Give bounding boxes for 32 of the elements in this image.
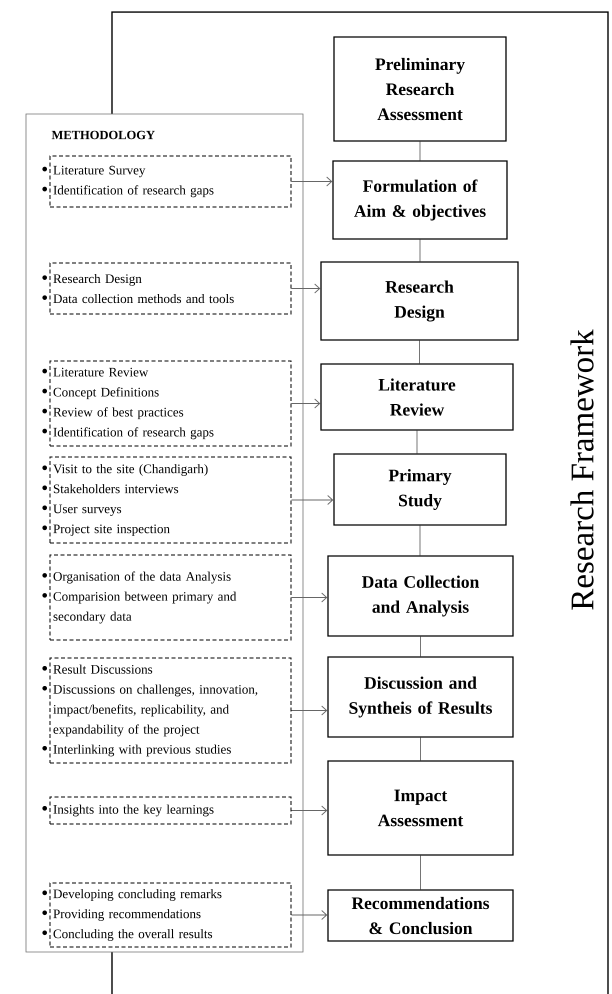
- process-box: Recommendations & Conclusion: [327, 889, 514, 942]
- process-box: Literature Review: [320, 363, 514, 431]
- process-box: Impact Assessment: [327, 760, 514, 856]
- panel-heading: METHODOLOGY: [52, 130, 155, 140]
- method-list-box: Literature Survey Identification of research gaps: [42, 156, 292, 208]
- method-list-box: Literature Review Concept Definitions Review of best practices Identification of research gaps: [42, 360, 292, 446]
- process-box: Preliminary Research Assessment: [333, 36, 507, 142]
- method-list-box: Research Design Data collection methods and tools: [42, 262, 292, 314]
- connector-line: [420, 855, 421, 890]
- connector-line: [420, 636, 421, 657]
- process-box: Data Collection and Analysis: [327, 555, 514, 637]
- arrow: [291, 592, 328, 602]
- frame-title: Research Framework: [570, 329, 594, 610]
- method-list-box: Result Discussions Discussions on challenges, innovation, impact/benefits, replicability, and expandability of the project Interlinking with previous studies: [42, 658, 292, 764]
- process-box: Discussion and Syntheis of Results: [327, 656, 514, 738]
- arrow: [291, 495, 334, 505]
- method-list-box: Visit to the site (Chandigarh) Stakeholders interviews User surveys Project site inspection: [42, 456, 292, 544]
- method-list-box: Developing concluding remarks Providing recommendations Concluding the overall results: [42, 882, 292, 948]
- connector-line: [419, 340, 420, 364]
- method-list-box: Insights into the key learnings: [42, 796, 292, 824]
- arrow: [291, 910, 328, 920]
- process-box: Primary Study: [333, 453, 507, 526]
- method-list-box: Organisation of the data Analysis Comparision between primary and secondary data: [42, 554, 292, 640]
- arrow: [291, 398, 320, 408]
- connector-line: [416, 430, 418, 454]
- arrow: [291, 806, 328, 816]
- arrow: [291, 176, 332, 186]
- connector-line: [420, 737, 421, 761]
- process-box: Formulation of Aim & objectives: [332, 160, 508, 240]
- process-box: Research Design: [320, 261, 519, 341]
- arrow: [291, 284, 320, 294]
- arrow: [291, 706, 328, 716]
